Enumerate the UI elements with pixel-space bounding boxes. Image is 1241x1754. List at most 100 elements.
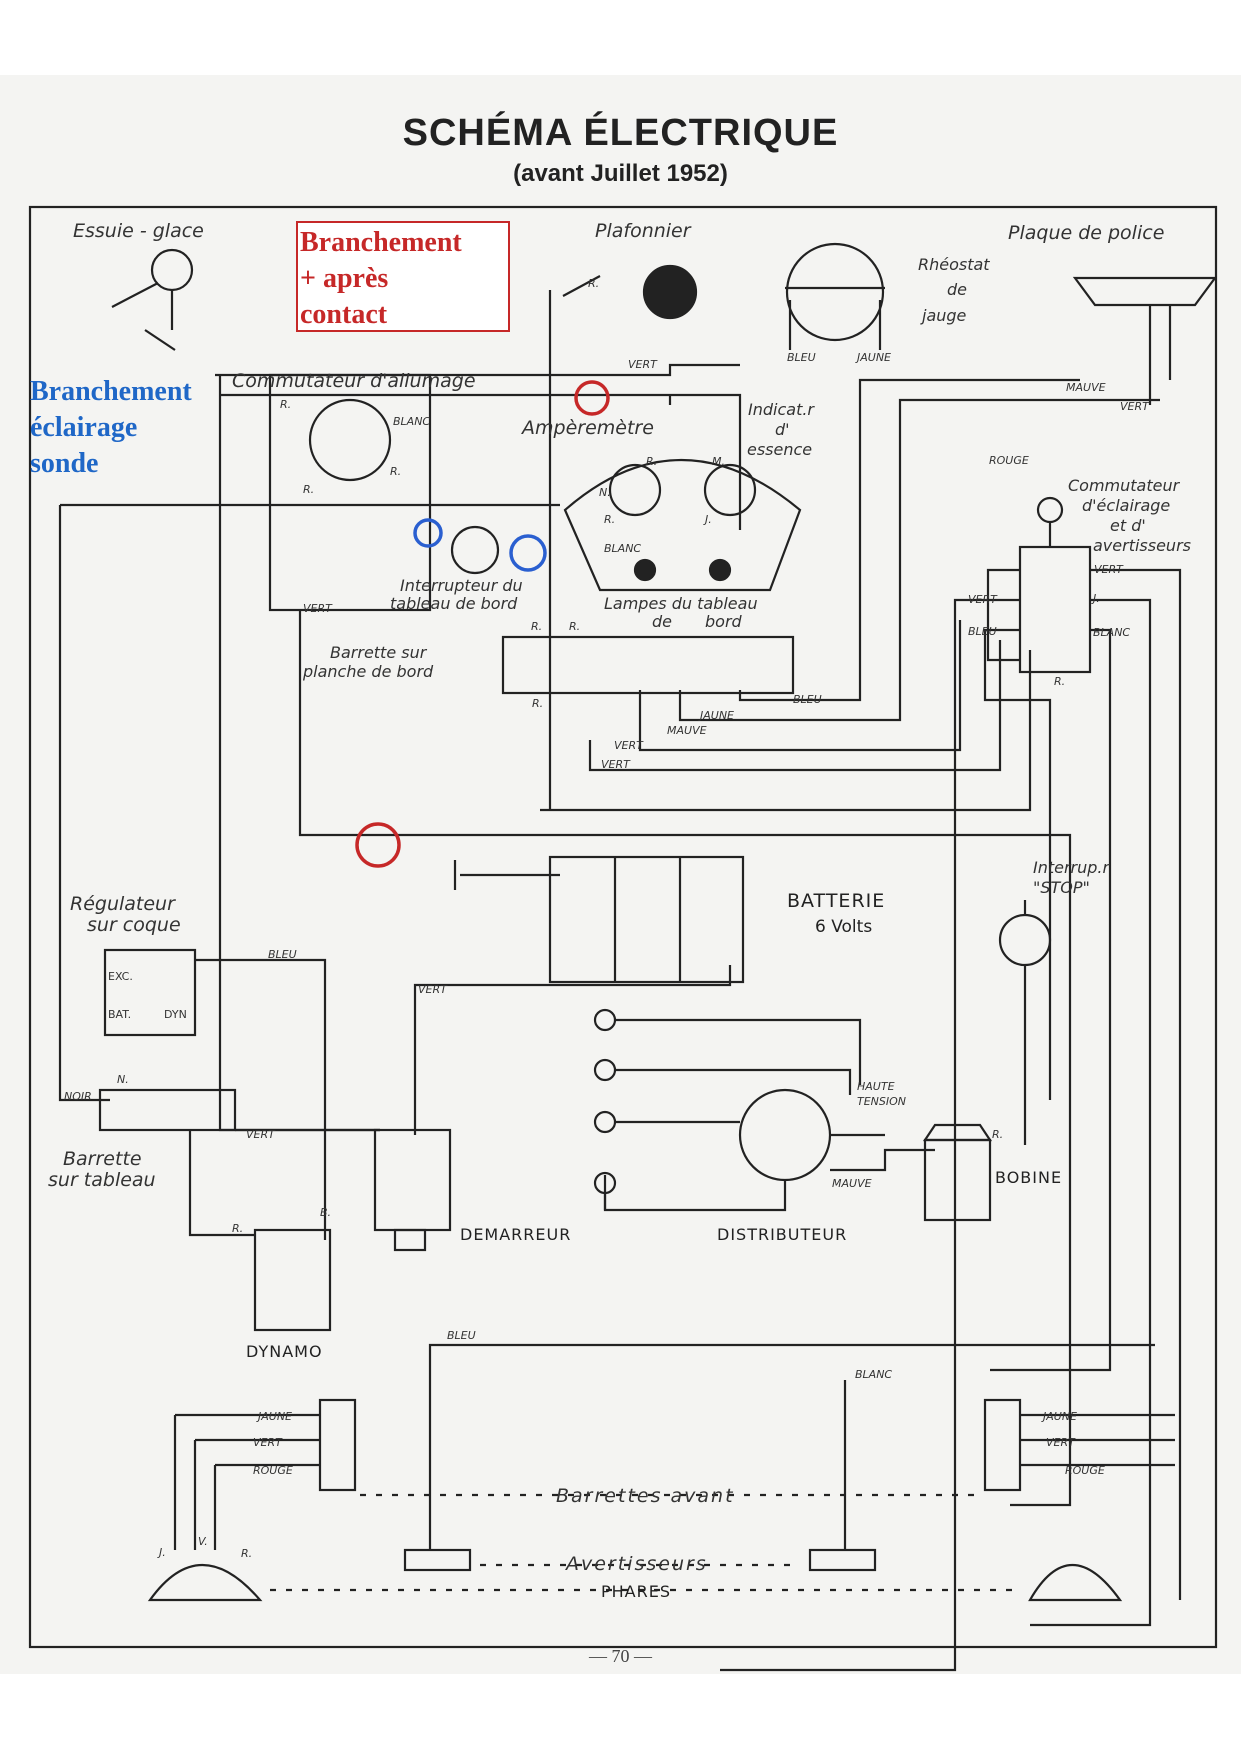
label-rheostat-3: jauge (922, 306, 967, 325)
terminal-label-b: B. (320, 1206, 332, 1219)
terminal-label-r: R. (232, 1222, 244, 1235)
terminal-label-r: R. (604, 513, 616, 526)
label-commutateur-eclairage-4: avertisseurs (1093, 536, 1191, 555)
panel-lamp-2 (708, 558, 732, 582)
ignition-switch (308, 398, 392, 482)
label-indicateur-3: essence (747, 440, 813, 459)
rear-terminal-block (98, 1088, 237, 1132)
left-headlamp (147, 1564, 263, 1602)
dome-light-icon (642, 264, 698, 320)
wire-label-vert: VERT (614, 739, 643, 752)
wire-label-bleu: BLEU (968, 625, 997, 638)
label-barrette-planche-2: planche de bord (303, 662, 434, 681)
label-lampes-3: bord (705, 612, 742, 631)
wire-label-mauve: MAUVE (1066, 381, 1106, 394)
terminal-label-j: J. (1093, 592, 1100, 605)
terminal-label-r: R. (992, 1128, 1004, 1141)
dynamo (253, 1228, 332, 1332)
wire-label-mauve: MAUVE (667, 724, 707, 737)
lighting-switch (1018, 545, 1092, 674)
terminal-label-r: R. (531, 620, 543, 633)
scanned-page (0, 75, 1241, 1674)
label-dynamo: DYNAMO (246, 1342, 323, 1361)
wire-label-rouge: ROUGE (1065, 1464, 1105, 1477)
page-title: SCHÉMA ÉLECTRIQUE (402, 112, 839, 154)
page-subtitle: (avant Juillet 1952) (513, 160, 728, 187)
instrument-cluster (563, 459, 802, 592)
label-phares: PHARES (601, 1582, 672, 1601)
annotation-blue-text: Branchement éclairage sonde (30, 374, 192, 482)
label-commutateur-eclairage-2: d'éclairage (1082, 496, 1171, 515)
wire-label-rouge: ROUGE (989, 454, 1029, 467)
label-lampes-1: Lampes du tableau (604, 594, 758, 613)
label-amperemetre: Ampèremètre (522, 417, 654, 439)
wire-label-vert: VERT (968, 593, 997, 606)
wire-label-bleu: BLEU (447, 1329, 476, 1342)
terminal-label-dyn: DYN (164, 1008, 187, 1021)
terminal-label-r: R. (241, 1547, 253, 1560)
label-indicateur-2: d' (775, 420, 790, 439)
wire-label-blanc: BLANC (1093, 626, 1131, 639)
label-regulateur-2: sur coque (87, 914, 181, 936)
wire-label-vert: VERT (246, 1128, 275, 1141)
label-barrette-tableau-2: sur tableau (48, 1169, 156, 1191)
label-indicateur-1: Indicat.r (748, 400, 814, 419)
annotation-red-line: contact (300, 299, 388, 330)
wire-label-vert: VERT (1094, 563, 1123, 576)
wire-label-vert: VERT (253, 1436, 282, 1449)
annotation-blue-line: sonde (30, 448, 99, 479)
left-horn (403, 1548, 472, 1572)
wire-label-blanc: BLANC (855, 1368, 893, 1381)
annotation-circle-blue-2 (509, 534, 547, 572)
wire-label-jaune: JAUNE (857, 351, 891, 364)
wire-label-vert: VERT (303, 602, 332, 615)
wire-label-haute-tension-2: TENSION (857, 1095, 907, 1108)
page-number: — 70 — (589, 1646, 652, 1666)
fuel-gauge (703, 463, 757, 517)
terminal-label-n: N. (117, 1073, 129, 1086)
wire-label-jaune: JAUNE (1043, 1410, 1077, 1423)
panel-lamp-1 (633, 558, 657, 582)
annotation-circle-red-2 (355, 822, 401, 868)
dashboard-switch (450, 525, 500, 575)
dashboard-terminal-block (501, 635, 795, 695)
terminal-label-m: M. (712, 455, 725, 468)
terminal-label-j: J. (705, 513, 712, 526)
label-essuie-glace: Essuie - glace (73, 220, 204, 242)
label-distributeur: DISTRIBUTEUR (717, 1225, 848, 1244)
wire-label-vert: VERT (628, 358, 657, 371)
wire-label-bleu: BLEU (793, 693, 822, 706)
wire-label-haute-tension-1: HAUTE (857, 1080, 895, 1093)
label-barrettes-avant: Barrettes avant (556, 1485, 735, 1507)
wire-label-blanc: BLANC (604, 542, 642, 555)
label-rheostat-2: de (947, 280, 967, 299)
wire-label-bleu: BLEU (787, 351, 816, 364)
label-regulateur-1: Régulateur (70, 893, 175, 915)
terminal-label-r: R. (1054, 675, 1066, 688)
wire-label-rouge: ROUGE (253, 1464, 293, 1477)
label-barrette-planche-1: Barrette sur (330, 643, 427, 662)
label-barrette-tableau-1: Barrette (63, 1148, 142, 1170)
wire-label-vert: VERT (601, 758, 630, 771)
terminal-label-r: R. (646, 455, 658, 468)
annotation-blue-line: Branchement (30, 376, 192, 407)
label-demarreur: DEMARREUR (460, 1225, 572, 1244)
label-commutateur-allumage: Commutateur d'allumage (232, 370, 476, 392)
annotation-circle-blue-1 (413, 518, 443, 548)
terminal-label-bat: BAT. (108, 1008, 132, 1021)
wire-label-jaune: JAUNE (700, 709, 734, 722)
terminal-label-r: R. (390, 465, 402, 478)
wire-label-bleu: BLEU (268, 948, 297, 961)
terminal-label-r: R. (532, 697, 544, 710)
terminal-label-r: R. (588, 277, 600, 290)
terminal-label-v: V. (198, 1535, 208, 1548)
terminal-label-r: R. (303, 483, 315, 496)
right-headlamp (1028, 1563, 1123, 1602)
wire-label-vert: VERT (1120, 400, 1149, 413)
regulator (103, 948, 197, 1037)
diagram-frame (28, 205, 1218, 1649)
label-plaque-police: Plaque de police (1008, 222, 1165, 244)
ignition-coil (923, 1138, 992, 1222)
distributor (738, 1088, 832, 1182)
terminal-label-r: R. (569, 620, 581, 633)
